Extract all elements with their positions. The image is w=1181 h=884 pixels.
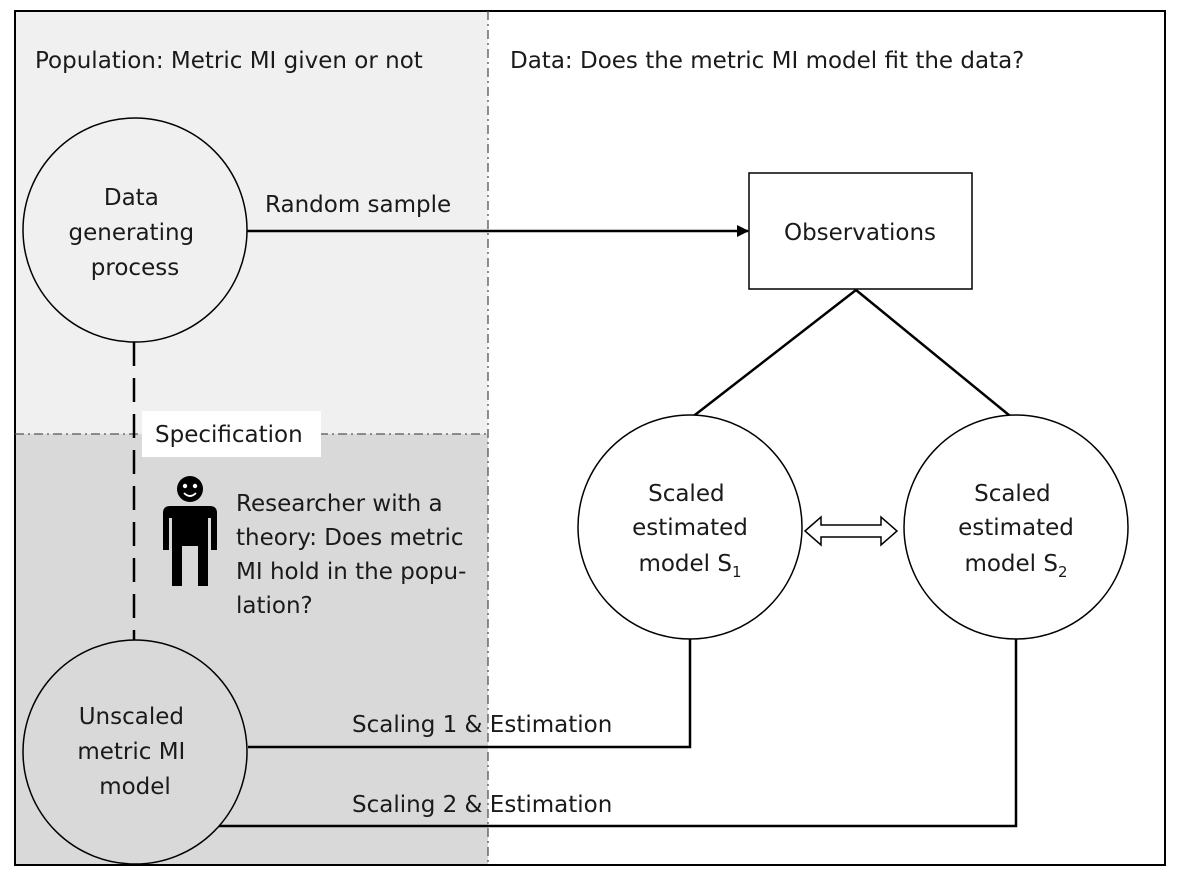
unscaled-model-node (22, 639, 248, 865)
specification-label: Specification (155, 422, 303, 448)
data-heading: Data: Does the metric MI model fit the d… (510, 48, 1024, 74)
random-sample-label: Random sample (265, 192, 451, 218)
scaling-2-label: Scaling 2 & Estimation (352, 792, 612, 818)
scaled-model-2-name: model S2 (964, 551, 1067, 581)
model-comparison-double-arrow (803, 515, 899, 547)
scaled-model-1-label: Scaled estimated (632, 481, 748, 541)
observations-to-model-1 (690, 289, 857, 419)
scaling-1-connector (248, 638, 692, 749)
researcher-head (177, 476, 203, 502)
outer-frame (14, 10, 1166, 866)
observations-label: Observations (784, 220, 936, 246)
population-heading: Population: Metric MI given or not (35, 48, 423, 74)
data-generating-process-node (22, 117, 248, 343)
scaled-model-2-node (903, 414, 1129, 640)
observations-to-model-2 (855, 289, 1016, 421)
researcher-eye-right (192, 483, 198, 489)
unscaled-model-label: Unscaled metric MI model (77, 704, 192, 800)
scaled-model-2-label: Scaled estimated (958, 481, 1074, 541)
researcher-smile (183, 492, 197, 497)
researcher-eye-left (182, 483, 188, 489)
scaled-model-1-name: model S1 (638, 551, 741, 581)
scaled-model-1-node (577, 414, 803, 640)
scaling-2-connector (212, 638, 1018, 828)
scaling-1-label: Scaling 1 & Estimation (352, 712, 612, 738)
observations-node (748, 172, 973, 290)
data-generating-process-label: Data generating process (69, 185, 202, 281)
specification-label-box (142, 411, 321, 457)
researcher-question: Researcher with a theory: Does metric MI… (236, 491, 474, 619)
researcher-body (163, 506, 217, 586)
researcher-person-icon (163, 476, 217, 586)
